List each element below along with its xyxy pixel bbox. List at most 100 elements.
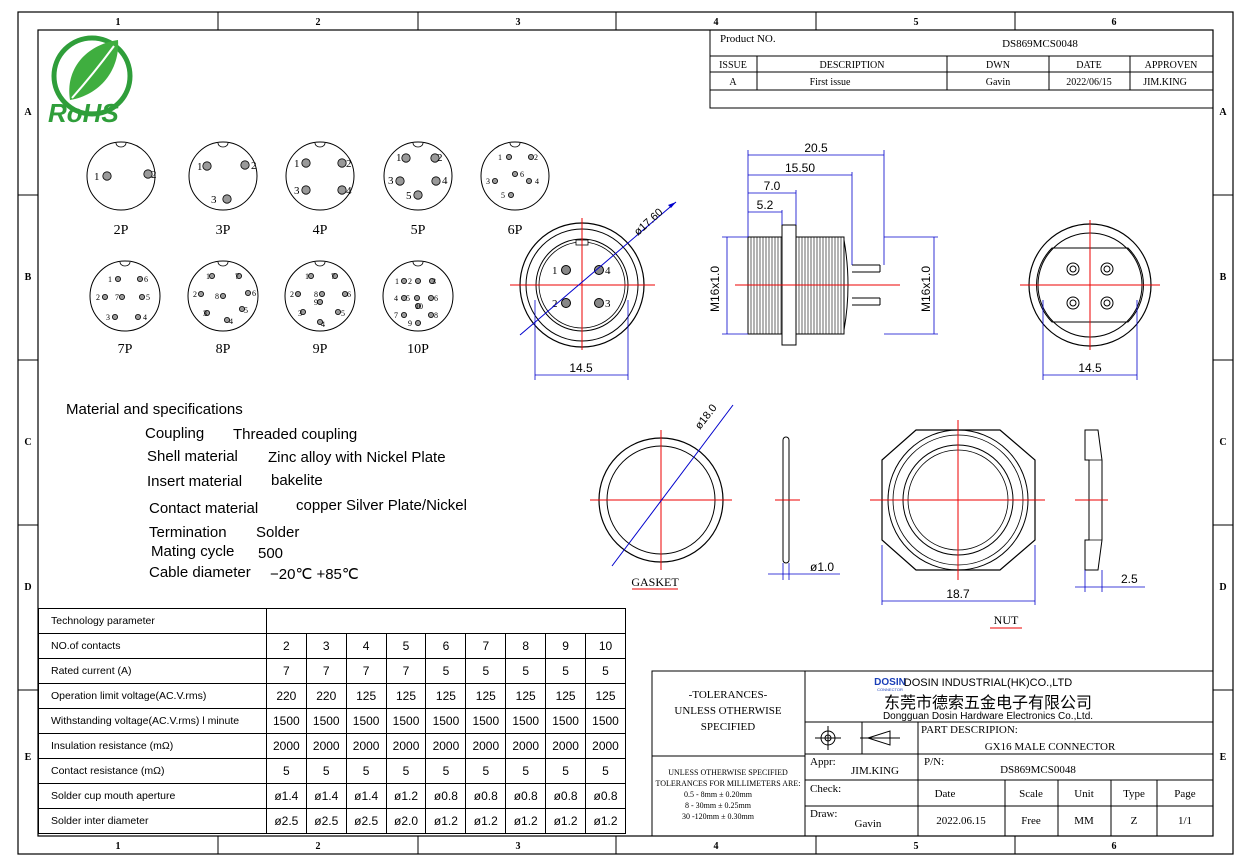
pinout-label-9p: 9P — [313, 342, 328, 357]
pinout-10p-outline — [382, 260, 454, 332]
zone-col-label: 6 — [1112, 17, 1117, 28]
pin-number: 6 — [252, 289, 256, 298]
pin-dot — [143, 169, 153, 179]
company-en: DOSIN INDUSTRIAL(HK)CO.,LTD — [904, 677, 1073, 689]
pin-dot — [512, 170, 519, 177]
tech-cell: ø2.5 — [305, 808, 347, 834]
gasket-view: ø18.0 GASKET ø1.0 — [590, 402, 840, 590]
tech-cell: 10 — [585, 633, 626, 659]
zone-row-label: A — [1219, 107, 1227, 118]
pn-label: P/N: — [924, 756, 944, 768]
tb-unit: MM — [1074, 815, 1094, 827]
front-width-label: 14.5 — [569, 361, 593, 375]
tb-header-scale: Scale — [1019, 788, 1043, 800]
pin-number: 3 — [486, 177, 490, 186]
nut-view: 18.7 NUT 2.5 — [870, 420, 1145, 629]
pin-dot — [427, 294, 434, 301]
tol-detail-5: 30 -120mm ± 0.30mm — [682, 812, 755, 821]
tech-cell: 5 — [505, 758, 547, 784]
tb-type: Z — [1131, 815, 1138, 827]
spec-coupling-key: Coupling — [145, 425, 205, 442]
tech-cell: ø1.2 — [585, 808, 626, 834]
pin-dot — [400, 277, 407, 284]
tech-cell: 220 — [305, 683, 347, 709]
spec-mating-value: 500 — [258, 545, 284, 562]
spec-cable-key: Cable diameter — [149, 564, 251, 581]
tech-cell: 8 — [505, 633, 547, 659]
pin-number: 1 — [94, 171, 100, 183]
pin-dot — [413, 294, 420, 301]
tech-cell: 1500 — [545, 708, 587, 734]
pin-dot — [307, 272, 314, 279]
gasket-thick-label: ø1.0 — [810, 560, 834, 574]
product-no-label: Product NO. — [720, 33, 776, 45]
pin-number: 1 — [498, 153, 502, 162]
zone-row-label: B — [25, 272, 32, 283]
pin-dot — [102, 293, 109, 300]
zone-row-label: B — [1220, 272, 1227, 283]
zone-row-label: D — [24, 582, 31, 593]
pinout-label-5p: 5P — [411, 223, 426, 238]
pin-dot — [316, 318, 323, 325]
pinout-4p-outline — [285, 141, 355, 211]
pinout-2p-outline — [86, 141, 156, 211]
pin-number: 4 — [394, 294, 398, 303]
spec-insert-key: Insert material — [147, 473, 243, 490]
pin-number: 8 — [314, 290, 318, 299]
pin-number: 7 — [235, 272, 239, 281]
zone-col-label: 5 — [914, 17, 919, 28]
side-dim-20-5: 20.5 — [804, 141, 828, 155]
tech-cell: ø1.2 — [465, 808, 507, 834]
pin-number: 6 — [144, 275, 148, 284]
tech-row-label: Withstanding voltage(AC.V.rms) l minute — [38, 708, 267, 734]
pin-number: 9 — [408, 319, 412, 328]
pin-number: 2 — [251, 160, 257, 172]
pin-number: 8 — [434, 311, 438, 320]
zone-col-label: 3 — [516, 17, 521, 28]
pin-dot — [337, 185, 347, 195]
pin-number: 6 — [347, 290, 351, 299]
tech-title-row: Technology parameter — [38, 608, 627, 634]
pin-dot — [414, 302, 421, 309]
tech-cell: 5 — [465, 658, 507, 684]
tech-cell: ø2.5 — [265, 808, 307, 834]
rear-width-label: 14.5 — [1078, 361, 1102, 375]
pin-number: 2 — [96, 293, 100, 302]
rev-description: First issue — [810, 77, 851, 88]
tech-cell: 125 — [385, 683, 427, 709]
pin-number: 2 — [408, 277, 412, 286]
nut-thick-label: 2.5 — [1121, 572, 1138, 586]
pin-number: 3 — [203, 309, 207, 318]
spec-termination-key: Termination — [149, 524, 227, 541]
side-view: 20.5 15.50 7.0 5.2 M16x1.0 M16x1.0 — [708, 141, 938, 346]
tech-row-label: Solder cup mouth aperture — [38, 783, 267, 809]
pin-dot — [202, 161, 212, 171]
front-pin-4: 4 — [605, 265, 611, 277]
dosin-brand: DOSIN — [874, 677, 906, 688]
tol-detail-2: TOLERANCES FOR MILLIMETERS ARE: — [656, 779, 801, 788]
pinout-key-notch — [217, 142, 229, 148]
pin-number: 4 — [321, 320, 325, 329]
tech-cell: ø1.4 — [265, 783, 307, 809]
tech-cell: ø2.0 — [385, 808, 427, 834]
pn-value: DS869MCS0048 — [1000, 764, 1076, 776]
tech-row-label: Operation limit voltage(AC.V.rms) — [38, 683, 267, 709]
tech-cell: 2000 — [305, 733, 347, 759]
spec-mating-key: Mating cycle — [151, 543, 235, 560]
spec-insert-value: bakelite — [271, 472, 323, 489]
pin-dot — [395, 176, 405, 186]
rear-view: 14.5 — [1020, 220, 1160, 380]
tech-cell: 1500 — [385, 708, 427, 734]
pinout-label-2p: 2P — [114, 223, 129, 238]
pin-dot — [134, 313, 141, 320]
pin-number: 2 — [437, 152, 443, 164]
tech-cell: 1500 — [505, 708, 547, 734]
tech-cell: 4 — [345, 633, 387, 659]
tech-row-label: Insulation resistance (mΩ) — [38, 733, 267, 759]
tech-cell: 5 — [585, 658, 626, 684]
tech-cell: 125 — [545, 683, 587, 709]
pin-number: 5 — [501, 191, 505, 200]
pin-dot — [431, 176, 441, 186]
pin-dot — [222, 194, 232, 204]
